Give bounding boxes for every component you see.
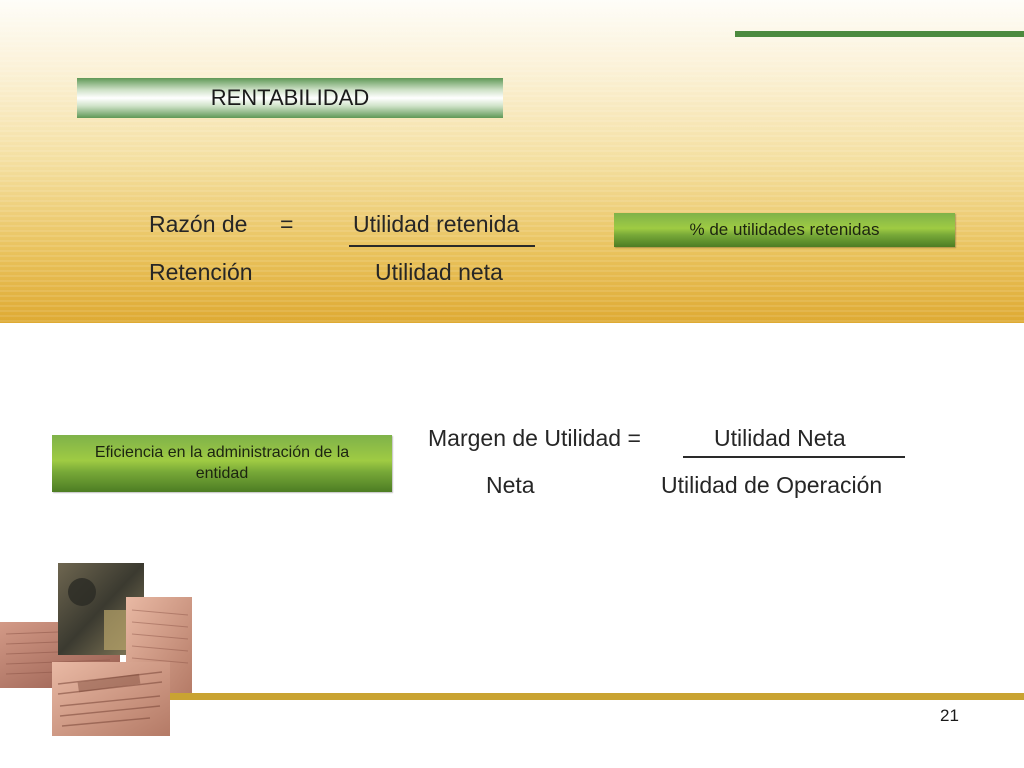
margin-label-line2: Neta	[486, 472, 535, 498]
retention-label-line2: Retención	[149, 259, 253, 285]
retention-result-box: % de utilidades retenidas	[614, 213, 955, 247]
newspaper-collage-image	[0, 560, 200, 740]
retention-denominator: Utilidad neta	[375, 259, 503, 285]
retention-equals-sign: =	[280, 211, 294, 237]
retention-result-text: % de utilidades retenidas	[689, 219, 880, 239]
retention-numerator: Utilidad retenida	[353, 211, 520, 237]
margin-label-line1: Margen de Utilidad =	[428, 425, 641, 451]
margin-numerator: Utilidad Neta	[714, 425, 846, 451]
slide-title: RENTABILIDAD	[210, 85, 370, 110]
efficiency-box: Eficiencia en la administración de la en…	[52, 435, 392, 492]
slide-title-box: RENTABILIDAD	[77, 78, 503, 118]
margin-fraction-bar	[683, 456, 905, 458]
retention-fraction-bar	[349, 245, 535, 247]
margin-denominator: Utilidad de Operación	[661, 472, 883, 498]
footer-accent-line	[170, 693, 1024, 700]
efficiency-text-line2: entidad	[195, 464, 249, 482]
efficiency-text-line1: Eficiencia en la administración de la	[94, 443, 350, 461]
page-number: 21	[940, 706, 959, 725]
header-accent-line	[735, 31, 1024, 37]
retention-label-line1: Razón de	[149, 211, 248, 237]
header-faded-text	[735, 6, 1024, 28]
header-gradient-band	[0, 0, 1024, 323]
